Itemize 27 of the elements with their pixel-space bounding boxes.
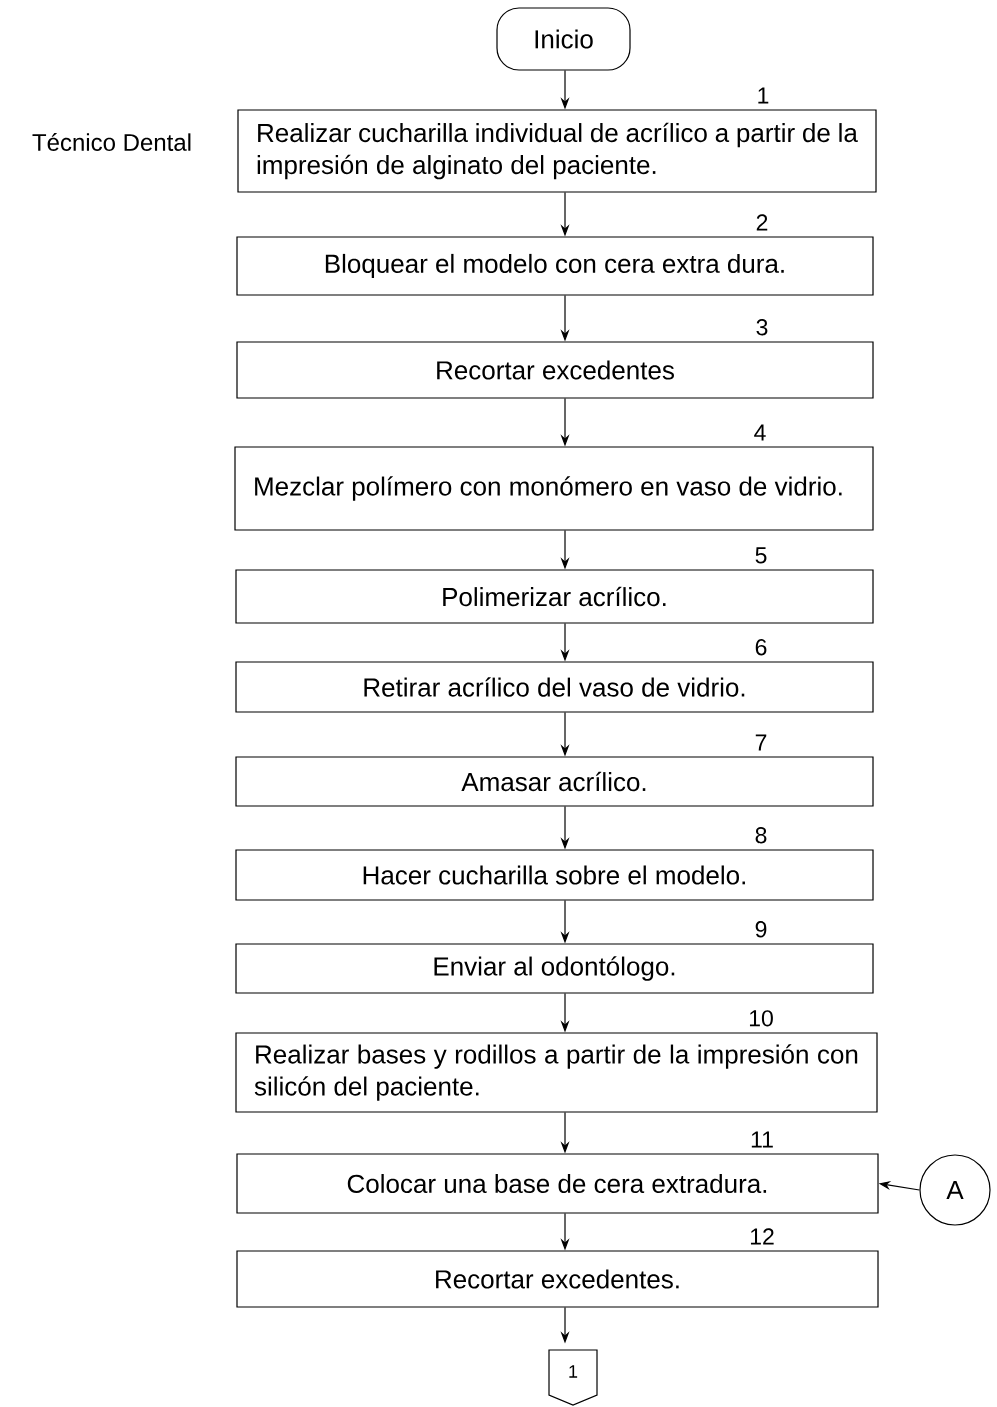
process-box: Bloquear el modelo con cera extra dura. — [236, 236, 874, 296]
process-box: Mezclar polímero con monómero en vaso de vidrio. — [234, 446, 874, 531]
step-number: 6 — [755, 639, 767, 656]
step-number: 9 — [755, 921, 767, 938]
step-number: 3 — [756, 319, 768, 336]
off-page-connector: 1 — [548, 1349, 598, 1406]
step-number: 12 — [750, 1228, 774, 1245]
process-box: Amasar acrílico. — [235, 756, 874, 807]
step-number: 7 — [755, 734, 767, 751]
step-number: 10 — [749, 1010, 773, 1027]
process-box: Polimerizar acrílico. — [235, 569, 874, 624]
process-box: Enviar al odontólogo. — [235, 943, 874, 994]
step-number: 2 — [756, 214, 768, 231]
process-box: Recortar excedentes. — [236, 1250, 879, 1308]
lane-label: Técnico Dental — [32, 133, 191, 151]
step-number: 1 — [758, 87, 769, 104]
step-number: 11 — [751, 1131, 773, 1148]
process-box: Realizar cucharilla individual de acrílico a partir de la impresión de alginato del paciente. — [237, 109, 877, 193]
process-box: Retirar acrílico del vaso de vidrio. — [235, 661, 874, 713]
step-number: 8 — [755, 827, 767, 844]
process-box: Hacer cucharilla sobre el modelo. — [235, 849, 874, 901]
step-number: 5 — [755, 547, 767, 564]
step-number: 4 — [754, 424, 766, 441]
process-box: Realizar bases y rodillos a partir de la impresión con silicón del paciente. — [235, 1032, 878, 1113]
process-box: Recortar excedentes — [236, 341, 874, 399]
process-box: Colocar una base de cera extradura. — [236, 1153, 879, 1214]
start-terminal: Inicio — [496, 7, 631, 71]
